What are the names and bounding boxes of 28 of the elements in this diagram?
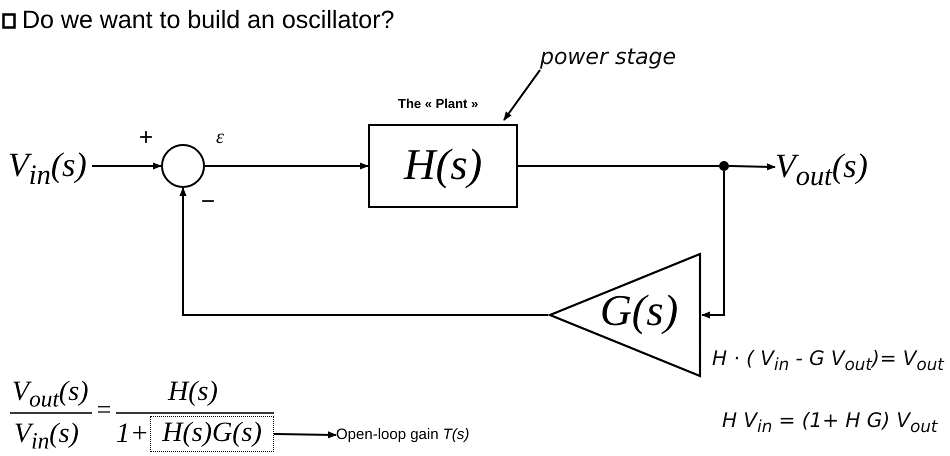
equals-sign: = [95, 394, 113, 426]
block-heading: The « Plant » [398, 96, 478, 111]
junction-dot [719, 161, 729, 171]
formula-term: 1+ [116, 418, 149, 450]
block-label: G(s) [600, 286, 678, 336]
arrow [179, 187, 548, 316]
input-signal-label: V$_{in}$(s) [8, 143, 92, 189]
formula-denominator: V$_{in}$(s) [14, 418, 79, 456]
arrow [92, 162, 162, 170]
open-loop-gain-note: Open-loop gain T(s) [336, 424, 536, 446]
arrow [503, 69, 541, 121]
output-signal-label: V$_{out}$(s) [775, 143, 885, 191]
sign-label: + [139, 124, 154, 152]
signal-line [518, 165, 719, 167]
block-label: H(s) [402, 140, 484, 190]
handwritten-equation: H · ( V$_{in}$ - G V$_{out}$)= V$_{out}$ [712, 345, 944, 376]
sign-label: − [201, 188, 216, 216]
loop-gain-term: H(s)G(s) [150, 416, 274, 452]
arrow [728, 163, 776, 170]
handwritten-equation: H V$_{in}$ = (1+ H G) V$_{out}$ [722, 407, 938, 438]
arrow [205, 162, 369, 170]
handwritten-note: power stage [540, 40, 710, 76]
title: Do we want to build an oscillator? [22, 6, 394, 35]
formula-numerator: V$_{out}$(s) [12, 376, 88, 415]
formula-numerator: H(s) [168, 376, 218, 408]
arrow [274, 431, 337, 438]
arrow [701, 171, 725, 319]
summing-junction [161, 144, 205, 188]
